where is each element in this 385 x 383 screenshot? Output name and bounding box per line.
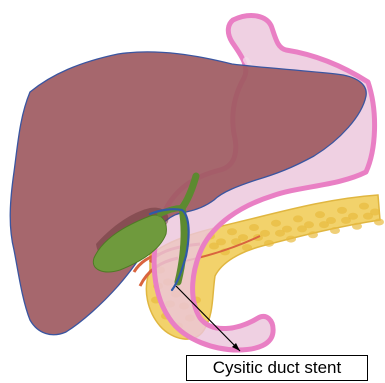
pancreas-lobule [330,227,340,234]
pancreas-lobule [271,220,281,227]
pancreas-lobule [308,231,318,238]
pancreas-lobule [227,228,237,235]
pancreas-lobule [282,226,292,233]
pancreas-lobule [304,221,314,228]
pancreas-lobule [348,213,358,220]
pancreas-lobule [286,236,296,243]
pancreas-lobule [374,219,384,226]
pancreas-lobule [238,234,248,241]
pancreas-lobule [260,230,270,237]
pancreas-lobule [337,207,347,214]
pancreas-lobule [370,209,380,216]
pancreas-lobule [242,244,252,251]
pancreas-lobule [326,217,336,224]
pancreas-lobule [352,223,362,230]
pancreas-lobule [293,215,303,222]
stent-label: Cysitic duct stent [186,355,368,381]
pancreas-lobule [315,211,325,218]
pancreas-lobule [359,203,369,210]
pancreas-lobule [249,224,259,231]
pancreas-lobule [216,238,226,245]
pancreas-lobule [264,240,274,247]
